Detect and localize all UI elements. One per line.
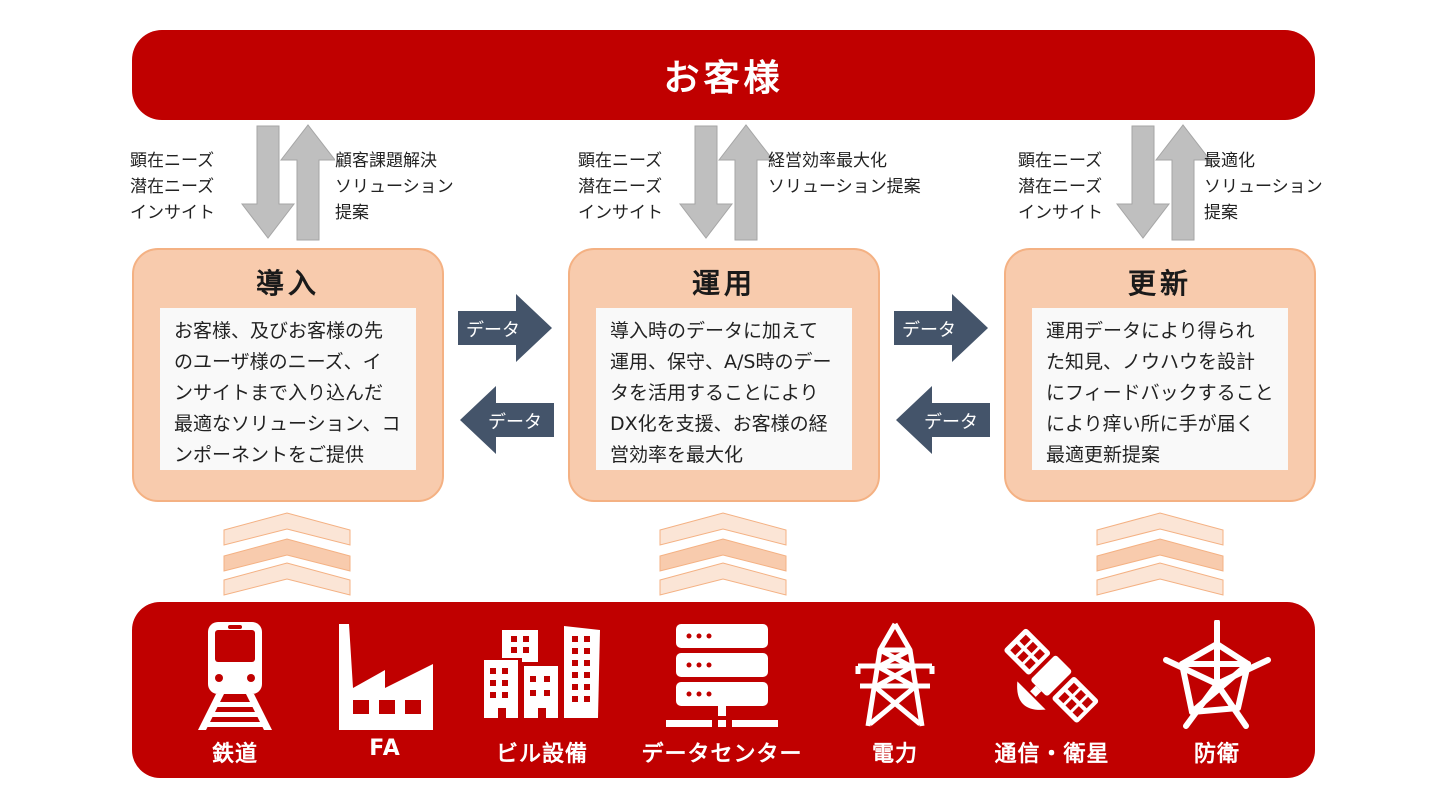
data-arrow-label: データ — [924, 412, 978, 433]
arrow-right-icon — [458, 294, 552, 362]
satellite-icon — [1004, 628, 1099, 723]
industry-label: 防衛 — [1193, 742, 1240, 767]
industry-label: データセンター — [641, 742, 803, 767]
industry-label: 鉄道 — [211, 742, 258, 767]
arrow-left-icon — [460, 386, 554, 454]
power-tower-icon — [855, 622, 935, 727]
down-arrow-icon — [1115, 124, 1212, 241]
stage-title: 導入 — [255, 267, 320, 300]
industry-power: 電力 — [810, 614, 980, 774]
industry-label: FA — [369, 736, 401, 761]
industry-fa: FA — [300, 614, 470, 774]
industry-defense: 防衛 — [1132, 614, 1302, 774]
flow-arrows — [235, 122, 337, 242]
flow-arrows — [673, 122, 775, 242]
stage-description: 導入時のデータに加えて 運用、保守、A/S時のデー タを活用することにより DX… — [596, 308, 852, 470]
industry-communication: 通信・衛星 — [967, 614, 1137, 774]
industry-label: ビル設備 — [495, 742, 588, 767]
radar-chart-icon — [1163, 620, 1271, 729]
server-icon — [666, 624, 778, 727]
customer-title: お客様 — [663, 58, 784, 99]
industry-label: 通信・衛星 — [994, 742, 1110, 767]
flow-arrows — [1110, 122, 1212, 242]
train-icon — [198, 622, 272, 730]
data-arrow-label: データ — [466, 320, 520, 341]
stage-title: 運用 — [691, 267, 756, 300]
customer-banner: お客様 — [132, 30, 1315, 120]
needs-label: 顕在ニーズ 潜在ニーズ インサイト — [578, 151, 663, 223]
solution-label: 最適化 ソリューション 提案 — [1204, 151, 1323, 223]
stage-operation: 運用 導入時のデータに加えて 運用、保守、A/S時のデー タを活用することにより… — [568, 248, 880, 502]
stage-description: お客様、及びお客様の先 のユーザ様のニーズ、イ ンサイトまで入り込んだ 最適なソ… — [160, 308, 416, 470]
solution-label: 顧客課題解決 ソリューション 提案 — [335, 151, 454, 223]
flow-group-operation: 顕在ニーズ 潜在ニーズ インサイト 経営効率最大化 ソリューション提案 — [578, 122, 938, 242]
buildings-icon — [484, 626, 600, 718]
arrow-right-icon — [894, 294, 988, 362]
stage-introduction: 導入 お客様、及びお客様の先 のユーザ様のニーズ、イ ンサイトまで入り込んだ 最… — [132, 248, 444, 502]
up-arrow-icon — [717, 124, 775, 241]
data-arrow-label: データ — [488, 412, 542, 433]
factory-icon — [339, 624, 433, 730]
stage-description: 運用データにより得られ た知見、ノウハウを設計 にフィードバックすること により… — [1032, 308, 1288, 470]
industry-building: ビル設備 — [457, 614, 627, 774]
stage-title: 更新 — [1127, 267, 1192, 300]
industry-label: 電力 — [871, 742, 918, 767]
data-arrow-label: データ — [902, 320, 956, 341]
industry-railway: 鉄道 — [150, 614, 320, 774]
needs-label: 顕在ニーズ 潜在ニーズ インサイト — [130, 151, 215, 223]
stage-renewal: 更新 運用データにより得られ た知見、ノウハウを設計 にフィードバックすること … — [1004, 248, 1316, 502]
up-arrow-icon — [1154, 124, 1212, 241]
up-arrow-icon — [279, 124, 337, 241]
data-arrow-right: データ — [894, 294, 990, 362]
chevron-up-icon — [1096, 512, 1224, 596]
chevron-up-icon — [659, 512, 787, 596]
down-arrow-icon — [678, 124, 775, 241]
data-arrow-right: データ — [458, 294, 554, 362]
flow-group-renewal: 顕在ニーズ 潜在ニーズ インサイト 最適化 ソリューション 提案 — [1018, 122, 1338, 242]
needs-label: 顕在ニーズ 潜在ニーズ インサイト — [1018, 151, 1103, 223]
down-arrow-icon — [240, 124, 337, 241]
industry-datacenter: データセンター — [637, 614, 807, 774]
industry-banner: 鉄道 FA ビル設備 — [132, 602, 1315, 778]
solution-label: 経営効率最大化 ソリューション提案 — [768, 151, 921, 197]
data-arrow-left: データ — [458, 386, 554, 454]
arrow-left-icon — [896, 386, 990, 454]
data-arrow-left: データ — [894, 386, 990, 454]
chevron-up-icon — [223, 512, 351, 596]
flow-group-introduction: 顕在ニーズ 潜在ニーズ インサイト 顧客課題解決 ソリューション 提案 — [130, 122, 470, 242]
